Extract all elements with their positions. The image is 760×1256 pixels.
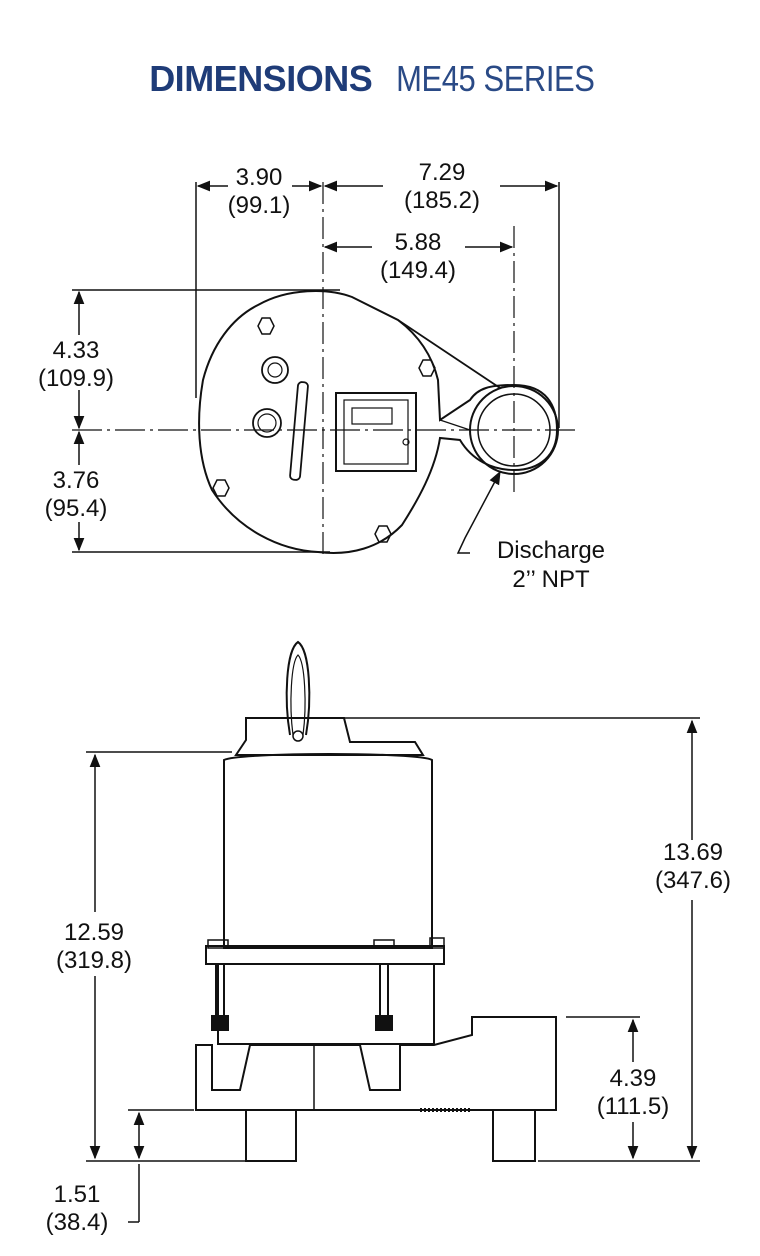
dim-discharge-offset-value: 5.88 — [395, 229, 442, 256]
dim-depth-lower-value: 3.76 — [53, 467, 100, 494]
discharge-port — [469, 385, 559, 475]
discharge-label-line1: Discharge — [497, 537, 605, 564]
dim-width-total-value: 7.29 — [419, 159, 466, 186]
dim-depth-upper-metric: (109.9) — [38, 365, 114, 392]
dim-width-total-metric: (185.2) — [404, 187, 480, 214]
title-light: ME45 SERIES — [396, 58, 595, 99]
page-title: DIMENSIONS ME45 SERIES — [0, 58, 760, 100]
top-view-labels: 3.90 (99.1) 7.29 (185.2) 5.88 (149.4) 4.… — [38, 159, 605, 593]
dim-width-left-value: 3.90 — [236, 164, 283, 191]
foot-left — [245, 1109, 297, 1162]
dim-inlet-height-value: 1.51 — [54, 1181, 101, 1208]
volute-body — [195, 1016, 557, 1111]
side-view — [86, 640, 700, 1223]
side-view-labels: 13.69 (347.6) 12.59 (319.8) 4.39 (111.5)… — [46, 839, 731, 1236]
motor-housing — [223, 753, 433, 949]
dim-motor-height-value: 12.59 — [64, 919, 124, 946]
lifting-handle — [285, 640, 311, 736]
dim-depth-upper-value: 4.33 — [53, 337, 100, 364]
dim-discharge-offset-metric: (149.4) — [380, 257, 456, 284]
dim-discharge-height-metric: (111.5) — [597, 1093, 669, 1120]
dim-overall-height-value: 13.69 — [663, 839, 723, 866]
discharge-label-line2: 2’’ NPT — [512, 566, 590, 593]
foot-right — [492, 1109, 536, 1162]
switch-box — [335, 392, 417, 472]
dim-overall-height-metric: (347.6) — [655, 867, 731, 894]
dim-width-left-metric: (99.1) — [228, 192, 291, 219]
dim-discharge-height-value: 4.39 — [610, 1065, 657, 1092]
title-bold: DIMENSIONS — [149, 58, 373, 99]
dim-depth-lower-metric: (95.4) — [45, 495, 108, 522]
dim-motor-height-metric: (319.8) — [56, 947, 132, 974]
top-view — [72, 180, 575, 555]
dim-inlet-height-metric: (38.4) — [46, 1209, 109, 1236]
